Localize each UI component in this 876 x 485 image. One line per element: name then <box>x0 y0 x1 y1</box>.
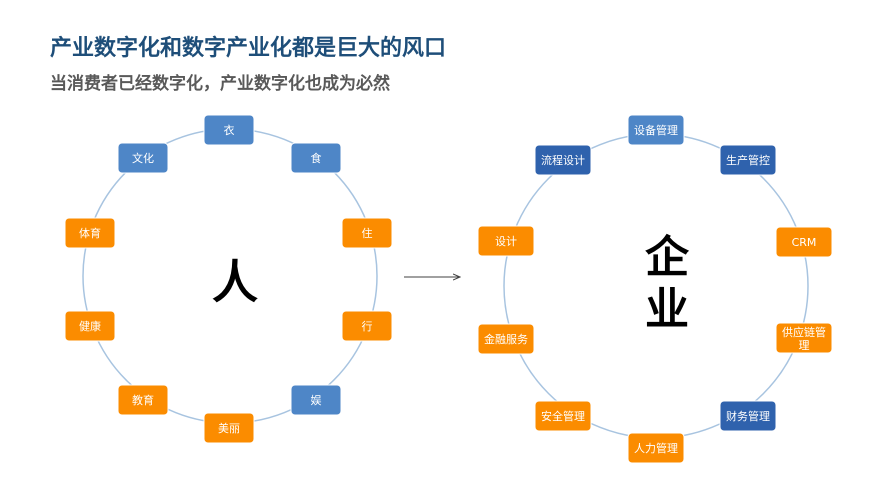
enterprise-node-box <box>627 114 685 146</box>
consumer-node-label: 健康 <box>79 319 101 333</box>
consumer-node-label: 住 <box>362 226 373 240</box>
enterprise-node-label: 设计 <box>495 235 517 248</box>
consumer-node-box <box>117 142 169 174</box>
enterprise-node-label: CRM <box>792 236 817 249</box>
consumer-node-box <box>341 310 393 342</box>
enterprise-node-label-line2: 理 <box>799 339 810 352</box>
page-title: 产业数字化和数字产业化都是巨大的风口 <box>50 35 447 61</box>
page-subtitle: 当消费者已经数字化，产业数字化也成为必然 <box>50 74 390 94</box>
enterprise-node-label: 生产管控 <box>726 153 770 167</box>
consumer-node-label: 美丽 <box>218 422 240 435</box>
enterprise-node-label: 人力管理 <box>634 441 678 455</box>
enterprise-node-box <box>534 400 592 432</box>
enterprise-node-box <box>477 225 535 257</box>
consumer-node-box <box>341 217 393 249</box>
enterprise-node-box <box>477 323 535 355</box>
enterprise-center-label-line1: 企 <box>645 232 690 283</box>
consumer-node-box <box>64 217 116 249</box>
consumer-node-box <box>203 412 255 444</box>
consumer-node-box <box>64 310 116 342</box>
enterprise-node-label: 金融服务 <box>484 332 528 346</box>
consumer-node-box <box>290 384 342 416</box>
enterprise-center-label-line2: 业 <box>645 284 689 335</box>
consumer-node-label: 食 <box>311 151 322 165</box>
enterprise-node-box <box>775 226 833 258</box>
consumer-node-label: 体育 <box>79 226 101 240</box>
enterprise-node-label: 安全管理 <box>541 409 585 423</box>
enterprise-node-label: 财务管理 <box>726 409 770 423</box>
consumer-node-label: 行 <box>362 320 373 333</box>
enterprise-node-label: 设备管理 <box>634 123 678 137</box>
consumer-node-label: 文化 <box>132 151 154 165</box>
consumer-node-box <box>117 384 169 416</box>
enterprise-node-label: 供应链管 <box>782 325 826 339</box>
consumer-node-label: 娱 <box>311 393 322 407</box>
consumer-node-box <box>203 114 255 146</box>
consumer-node-label: 衣 <box>224 123 235 137</box>
enterprise-node-box <box>534 144 592 176</box>
enterprise-node-box <box>775 322 833 354</box>
enterprise-node-box <box>719 400 777 432</box>
consumer-node-label: 教育 <box>132 393 154 407</box>
enterprise-node-box <box>627 432 685 464</box>
consumer-center-label: 人 <box>212 255 258 309</box>
enterprise-node-label: 流程设计 <box>541 153 585 167</box>
consumer-node-box <box>290 142 342 174</box>
enterprise-node-box <box>719 144 777 176</box>
